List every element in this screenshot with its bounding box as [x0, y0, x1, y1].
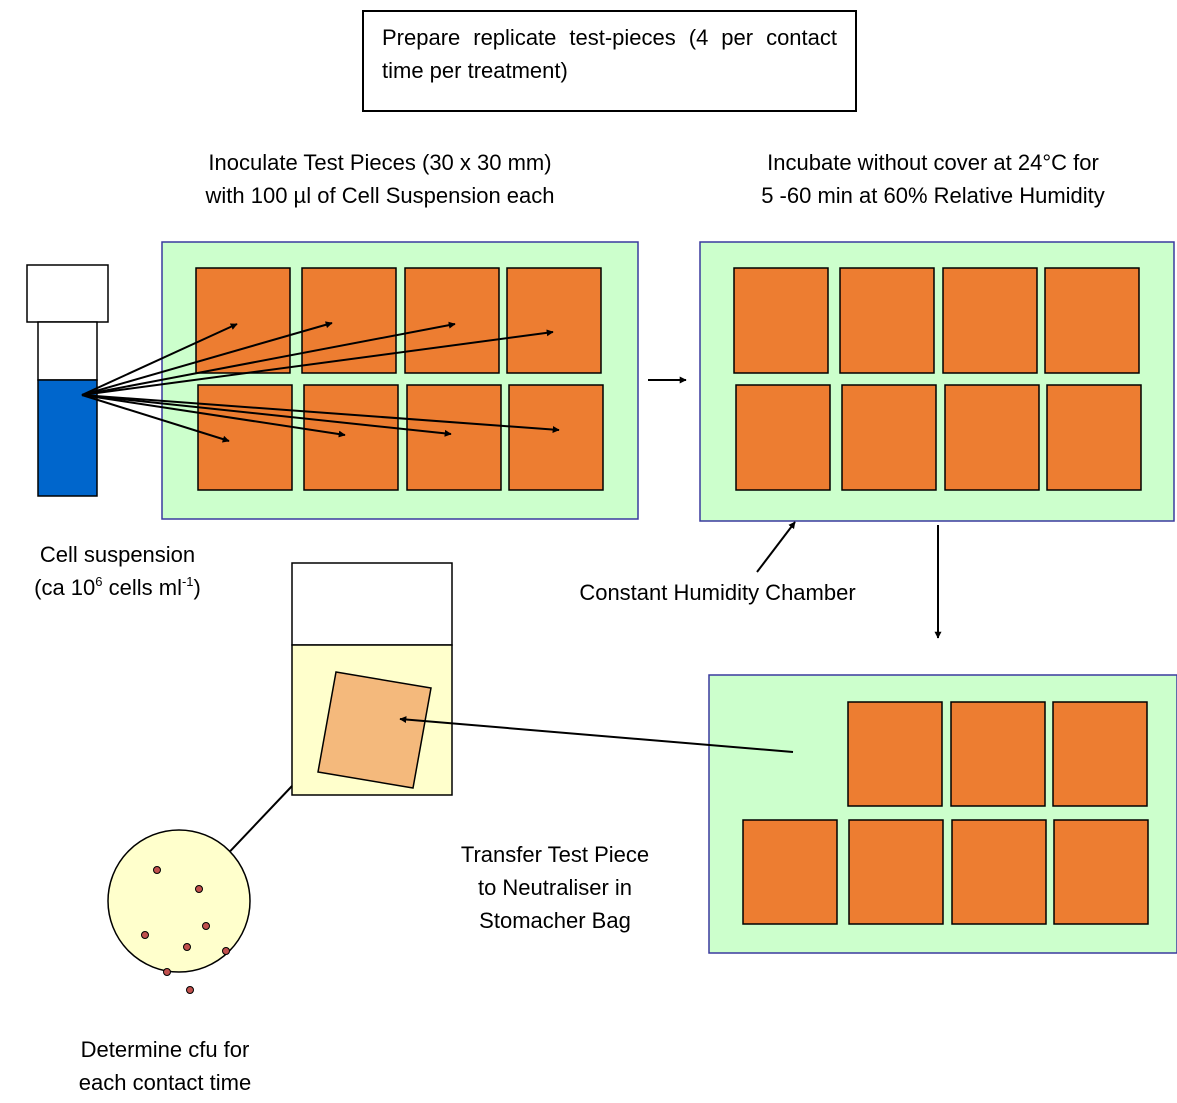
inoculate-label: Inoculate Test Pieces (30 x 30 mm) with … — [150, 146, 610, 212]
test-piece — [950, 701, 1046, 807]
test-piece — [506, 267, 602, 374]
incubate-line-2: 5 -60 min at 60% Relative Humidity — [761, 183, 1105, 208]
test-piece — [839, 267, 935, 374]
inoculation-arrow — [81, 394, 230, 443]
tube-cap — [26, 264, 109, 323]
cell-suspension-unit-exponent: -1 — [181, 574, 194, 589]
test-piece — [841, 384, 937, 491]
test-piece — [301, 267, 397, 374]
cell-suspension-line-2: (ca 106 cells ml-1) — [0, 571, 235, 604]
inoculation-arrow — [81, 321, 333, 396]
transfer-line-1: Transfer Test Piece — [460, 842, 650, 867]
test-piece — [848, 819, 944, 925]
incubate-line-1: Incubate without cover at 24°C for — [767, 150, 1099, 175]
transfer-line-3: Stomacher Bag — [479, 908, 631, 933]
colony — [183, 943, 191, 951]
test-piece — [951, 819, 1047, 925]
colony — [163, 968, 171, 976]
test-piece — [406, 384, 502, 491]
test-piece — [733, 267, 829, 374]
inoculation-chamber — [161, 241, 639, 520]
inoculation-arrow — [81, 394, 452, 437]
inoculate-line-2: with 100 µl of Cell Suspension each — [205, 183, 555, 208]
cell-suspension-label: Cell suspension (ca 106 cells ml-1) — [0, 538, 235, 604]
inoculation-arrows — [81, 321, 560, 443]
determine-line-2: each contact time — [78, 1070, 252, 1095]
prepare-replicates-box: Prepare replicate test-pieces (4 per con… — [362, 10, 857, 112]
incubation-chamber — [699, 241, 1175, 522]
colony — [153, 866, 161, 874]
test-piece — [1044, 267, 1140, 374]
chamber-pointer-arrow — [756, 521, 796, 573]
determine-line-1: Determine cfu for — [80, 1037, 250, 1062]
transfer-chamber — [708, 674, 1177, 954]
test-piece — [508, 384, 604, 491]
prepare-text: Prepare replicate test-pieces (4 per con… — [382, 25, 837, 83]
test-piece — [735, 384, 831, 491]
stomacher-bag — [291, 562, 453, 796]
cell-suspension-cells: cells ml — [102, 575, 182, 600]
inoculate-line-1: Inoculate Test Pieces (30 x 30 mm) — [208, 150, 552, 175]
transfer-line-2: to Neutraliser in — [477, 875, 633, 900]
colony — [141, 931, 149, 939]
cell-suspension-line-1: Cell suspension — [39, 542, 196, 567]
test-piece — [1053, 819, 1149, 925]
determine-label: Determine cfu for each contact time — [40, 1033, 290, 1099]
test-piece — [944, 384, 1040, 491]
colony — [222, 947, 230, 955]
bag-top — [291, 562, 453, 646]
colony — [202, 922, 210, 930]
inoculation-arrow — [81, 394, 346, 438]
test-piece — [303, 384, 399, 491]
test-piece — [404, 267, 500, 374]
inoculation-arrow — [81, 394, 560, 434]
tube-body — [37, 321, 98, 381]
inoculation-arrow — [81, 329, 554, 396]
test-piece — [1046, 384, 1142, 491]
colony — [186, 986, 194, 994]
chamber-label: Constant Humidity Chamber — [540, 576, 895, 609]
chamber-label-text: Constant Humidity Chamber — [579, 580, 856, 605]
test-piece — [742, 819, 838, 925]
cell-suspension-exponent: 6 — [95, 574, 103, 589]
transfer-arrow — [399, 716, 794, 753]
cell-suspension-tube — [26, 264, 109, 497]
test-piece — [847, 701, 943, 807]
agar-plate — [107, 829, 251, 994]
transferred-test-piece — [317, 671, 432, 789]
test-piece — [197, 384, 293, 491]
cell-suspension-close: ) — [193, 575, 201, 600]
test-piece — [1052, 701, 1148, 807]
cell-suspension-ca: (ca 10 — [34, 575, 96, 600]
incubate-label: Incubate without cover at 24°C for 5 -60… — [700, 146, 1166, 212]
inoculation-arrow — [81, 321, 456, 396]
transfer-label: Transfer Test Piece to Neutraliser in St… — [405, 838, 705, 937]
cell-suspension-liquid — [37, 379, 98, 497]
colony — [195, 885, 203, 893]
inoculation-arrow — [81, 323, 238, 396]
test-piece — [942, 267, 1038, 374]
